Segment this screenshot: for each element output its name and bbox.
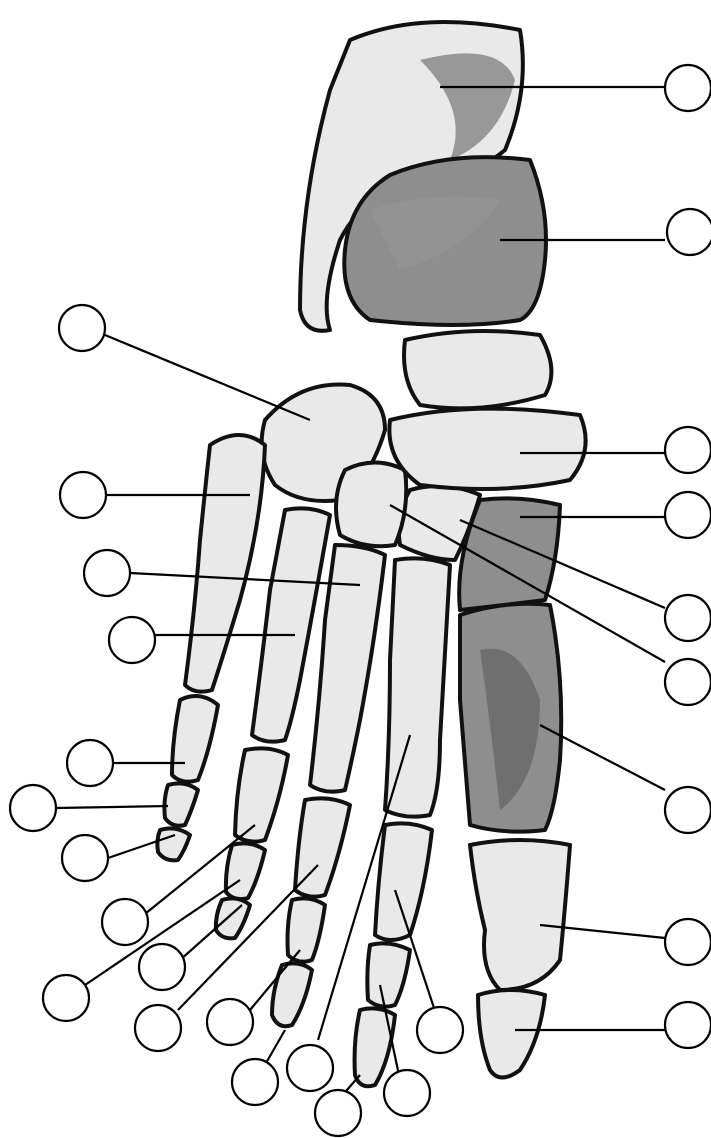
callout-circle[interactable] [665, 787, 711, 833]
callout-circle[interactable] [67, 740, 113, 786]
phalanx-2-middle-bone [367, 943, 410, 1006]
callout-circle[interactable] [665, 1002, 711, 1048]
callout-circle[interactable] [60, 472, 106, 518]
callout-circle[interactable] [665, 595, 711, 641]
phalanx-3-distal-bone [272, 963, 312, 1026]
metatarsal-2-bone [385, 558, 450, 816]
phalanx-2-distal-bone [355, 1008, 395, 1086]
navicular-bone [404, 331, 551, 408]
callout-circle[interactable] [665, 492, 711, 538]
callout-circle[interactable] [62, 835, 108, 881]
phalanx-3-middle-bone [288, 898, 326, 961]
phalanx-3-proximal-bone [295, 798, 350, 896]
phalanx-5-middle-bone [164, 783, 198, 825]
callout-circle[interactable] [84, 550, 130, 596]
callout-circle[interactable] [665, 659, 711, 705]
callout-circle[interactable] [665, 919, 711, 965]
phalanx-5-distal-bone [157, 828, 190, 860]
callout-circle[interactable] [384, 1070, 430, 1116]
callout-circle[interactable] [315, 1090, 361, 1136]
metatarsal-5-bone [185, 435, 265, 692]
phalanx-4-distal-bone [216, 898, 250, 938]
callout-circle[interactable] [139, 944, 185, 990]
phalanx-2-proximal-bone [375, 823, 432, 940]
callout-circle[interactable] [135, 1005, 181, 1051]
callout-circle[interactable] [665, 427, 711, 473]
foot-bones [157, 22, 585, 1086]
phalanx-4-middle-bone [226, 843, 265, 899]
callout-circle[interactable] [417, 1007, 463, 1053]
callout-circle[interactable] [10, 785, 56, 831]
leader-line [105, 335, 310, 420]
phalanx-5-proximal-bone [172, 696, 218, 782]
phalanx-1-distal-bone [478, 990, 545, 1078]
callout-circle[interactable] [59, 305, 105, 351]
tarsal-row-bone [389, 409, 585, 489]
phalanx-1-proximal-bone [470, 840, 570, 990]
callout-circle[interactable] [43, 975, 89, 1021]
lateral-cuneiform-bone [336, 463, 406, 547]
callout-circle[interactable] [667, 209, 711, 255]
callout-circle[interactable] [207, 999, 253, 1045]
callout-circle[interactable] [232, 1059, 278, 1105]
phalanx-4-proximal-bone [235, 748, 288, 841]
leader-line [56, 806, 168, 808]
callout-circle[interactable] [109, 617, 155, 663]
callout-circle[interactable] [287, 1045, 333, 1091]
callout-circle[interactable] [102, 899, 148, 945]
callout-circle[interactable] [665, 65, 711, 111]
